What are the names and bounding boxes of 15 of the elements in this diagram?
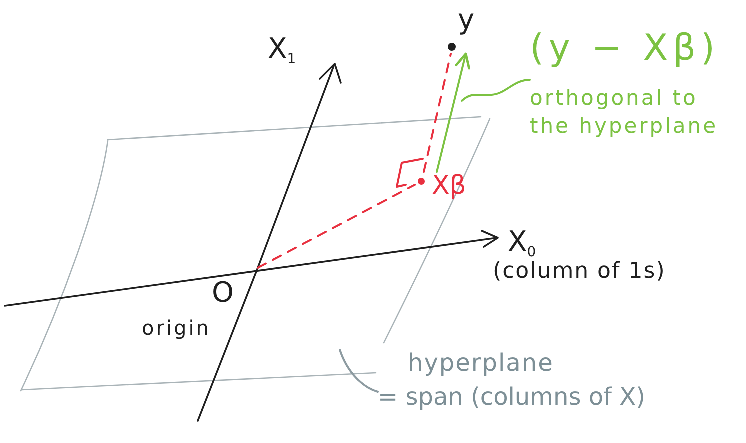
point-label: Xβ: [432, 172, 466, 202]
annotation-text: orthogonal to the hyperplane: [530, 85, 720, 140]
plane-label: hyperplane: [408, 350, 554, 378]
arrow: [436, 52, 470, 173]
axis-label: X$_{0}$: [508, 226, 536, 258]
origin-caption: origin: [142, 317, 211, 340]
dashed-line: [423, 53, 452, 173]
plane-caption: = span (columns of X): [378, 384, 646, 412]
dashed-line: [257, 184, 416, 269]
point-label: y: [458, 4, 475, 36]
axis-caption: (column of 1s): [493, 259, 666, 284]
axis-label: X$_{1}$: [268, 33, 296, 66]
origin-label: O: [212, 277, 234, 310]
annotation-heading: (y − Xβ): [530, 28, 720, 70]
leader-line: [461, 79, 531, 102]
